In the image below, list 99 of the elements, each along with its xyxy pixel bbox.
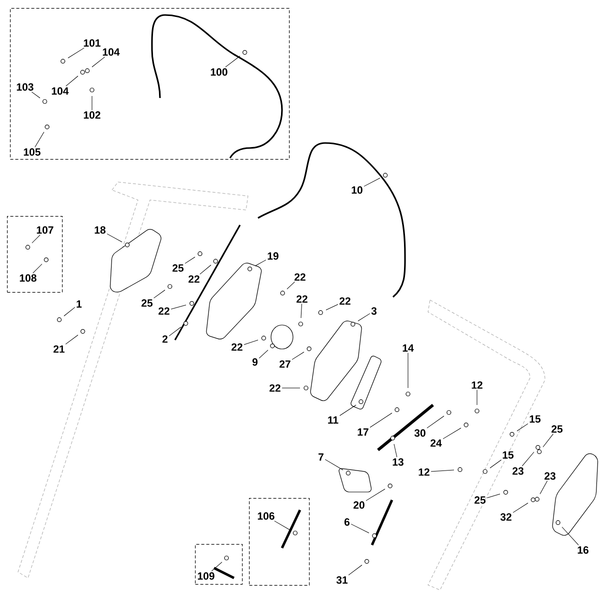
leader-line (32, 264, 42, 274)
callout-number: 13 (392, 458, 404, 466)
leader-line (300, 304, 302, 318)
callout-number: 27 (280, 360, 290, 368)
leader-line (516, 423, 528, 432)
callout-number: 17 (358, 428, 368, 436)
callout-number: 15 (530, 415, 541, 423)
callout-number: 3 (371, 307, 377, 315)
inset-frame (249, 498, 310, 586)
callout-number: 25 (552, 425, 563, 433)
leader-line (66, 76, 78, 86)
leader-line (64, 307, 76, 316)
leader-line (68, 48, 84, 58)
callout-number: 32 (500, 513, 512, 521)
leader-line (200, 264, 212, 274)
callout-number: 22 (340, 297, 350, 305)
callout-number: 22 (270, 384, 280, 392)
callout-number: 31 (336, 576, 348, 584)
leader-line (211, 562, 222, 572)
callout-number: 18 (94, 226, 106, 234)
callout-number: 104 (52, 87, 69, 95)
callout-number: 22 (188, 275, 200, 283)
callout-number: 14 (402, 344, 414, 352)
leader-line (562, 526, 579, 546)
callout-number: 25 (142, 299, 153, 307)
callout-number: 20 (354, 501, 364, 509)
callout-number: 12 (472, 381, 482, 389)
callout-number: 22 (296, 295, 308, 303)
leader-line (426, 416, 444, 428)
leader-line (476, 390, 478, 406)
leader-line (254, 260, 266, 266)
callout-number: 11 (328, 416, 338, 424)
leader-line (274, 520, 290, 530)
callout-number: 2 (162, 335, 168, 343)
inset-frame (7, 216, 63, 293)
leader-line (184, 256, 196, 264)
callout-number: 102 (84, 111, 100, 119)
leader-line (370, 412, 392, 428)
callout-number: 104 (102, 48, 120, 56)
callout-number: 24 (430, 439, 442, 447)
callout-number: 16 (578, 546, 588, 554)
leader-line (486, 494, 500, 498)
callout-number: 22 (158, 307, 170, 315)
callout-number: 106 (258, 512, 274, 520)
leader-line (522, 452, 534, 466)
leader-line (31, 92, 40, 98)
leader-line (65, 334, 78, 344)
leader-line (340, 404, 356, 416)
leader-line (542, 434, 554, 448)
callout-number: 6 (344, 518, 350, 526)
callout-number: 15 (502, 451, 514, 459)
leader-line (244, 340, 258, 345)
callout-number: 30 (414, 429, 426, 437)
callout-number: 22 (294, 273, 306, 281)
callout-number: 7 (318, 453, 324, 461)
callout-number: 100 (210, 68, 228, 76)
leader-line (490, 460, 502, 468)
leader-line (512, 502, 528, 513)
callout-number: 107 (36, 226, 54, 234)
callout-number: 21 (54, 345, 65, 353)
callout-number: 12 (418, 468, 430, 476)
leader-line (326, 304, 338, 310)
callout-number: 105 (24, 148, 40, 156)
leader-line (225, 56, 240, 68)
callout-number: 23 (544, 472, 556, 480)
leader-line (394, 444, 398, 458)
leader-line (364, 178, 380, 187)
leader-line (350, 524, 370, 534)
leader-line (106, 234, 122, 242)
callout-number: 22 (232, 343, 242, 351)
leader-line (366, 488, 386, 501)
leader-line (170, 304, 186, 310)
leader-line (168, 326, 182, 336)
leader-line (154, 290, 166, 298)
callout-number: 109 (198, 572, 214, 580)
inset-frame (195, 544, 243, 585)
callout-number: 10 (352, 186, 362, 194)
leader-line (442, 428, 462, 440)
callout-number: 25 (172, 264, 184, 272)
leader-line (92, 56, 106, 68)
callout-number: 9 (252, 358, 258, 366)
callout-number: 108 (20, 274, 36, 282)
leader-line (540, 480, 548, 494)
leader-line (258, 350, 268, 358)
leader-line (358, 313, 370, 322)
leader-line (348, 564, 362, 576)
leader-line (292, 352, 304, 360)
callout-number: 25 (474, 496, 486, 504)
leader-line (430, 470, 454, 472)
leader-line (324, 459, 344, 470)
callout-number: 23 (512, 467, 524, 475)
callout-number: 19 (268, 252, 278, 260)
leader-line (34, 132, 44, 148)
callout-number: 1 (76, 300, 82, 308)
leader-line (286, 282, 295, 290)
callout-number: 103 (16, 83, 34, 91)
inset-frame (10, 8, 290, 160)
leader-line (32, 234, 40, 244)
callout-number: 101 (84, 39, 100, 47)
